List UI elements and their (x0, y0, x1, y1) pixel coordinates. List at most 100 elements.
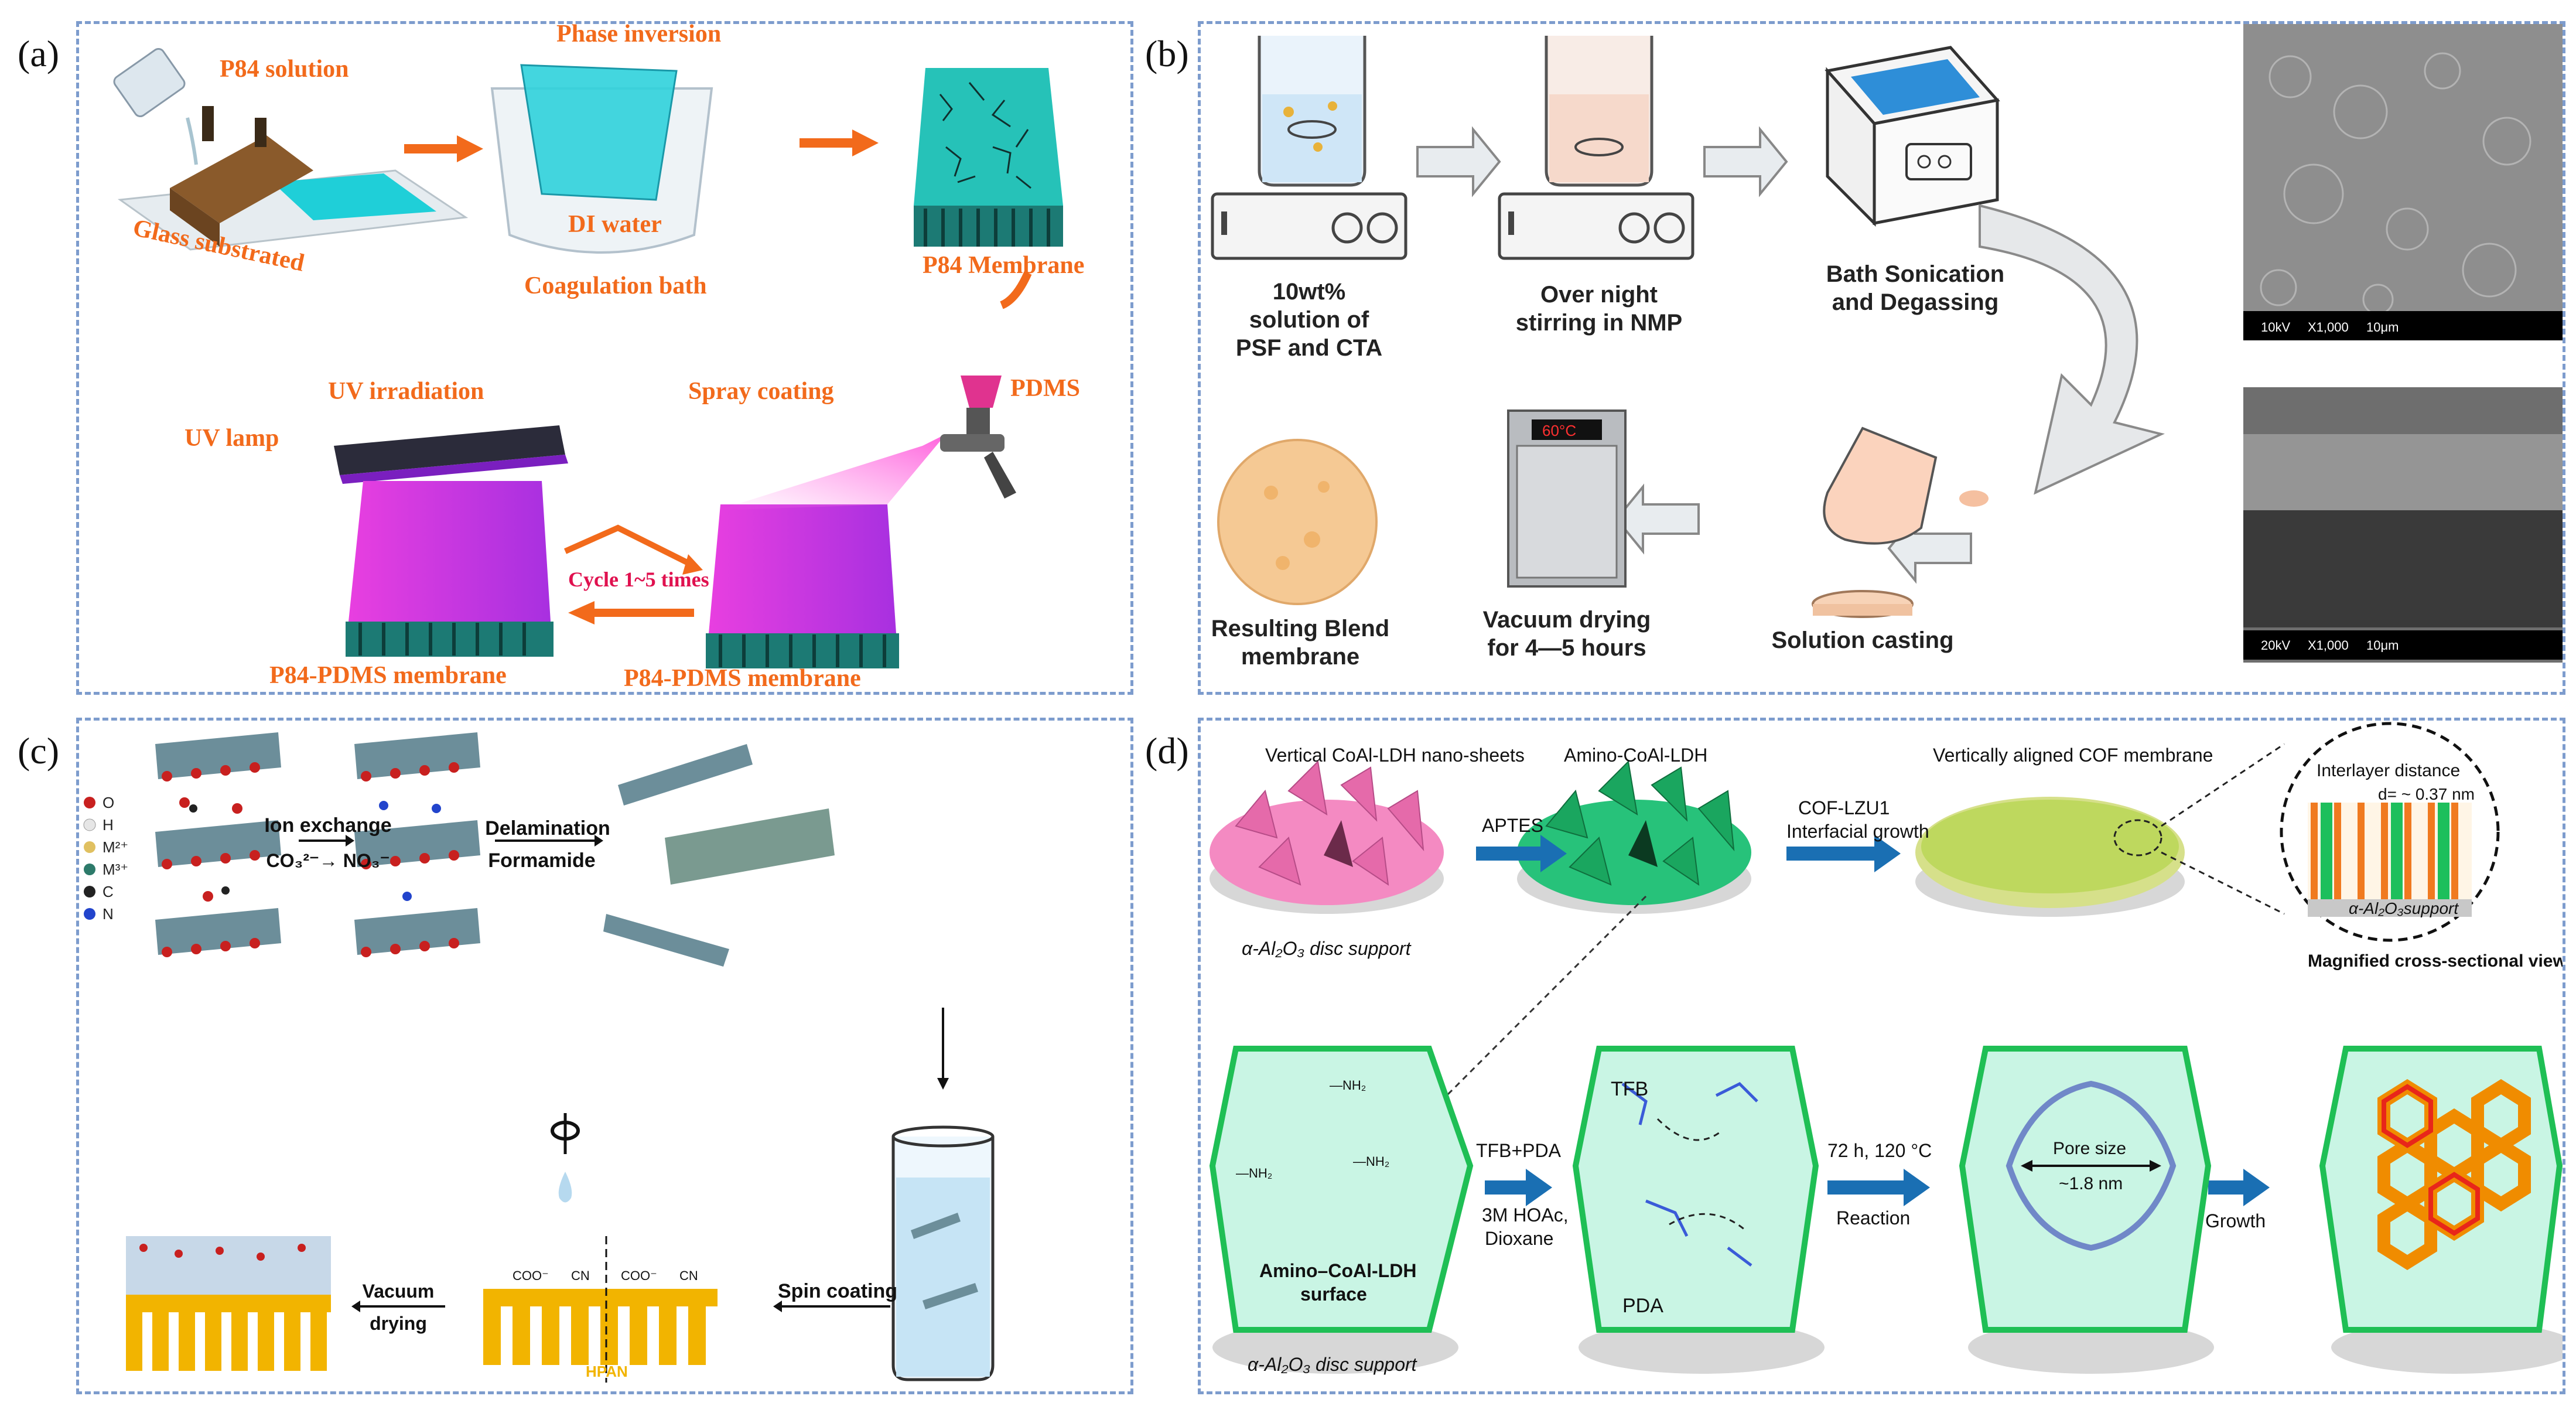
svg-text:N: N (103, 905, 114, 923)
flow-arrow (299, 835, 354, 847)
svg-text:Vacuum drying: Vacuum drying (1483, 607, 1651, 633)
svg-text:Over night: Over night (1540, 282, 1658, 308)
svg-text:and Degassing: and Degassing (1832, 289, 1999, 315)
label-interlayer: Interlayer distance (2317, 761, 2460, 780)
label-p84-pdms-left: P84-PDMS membrane (269, 662, 507, 689)
label-spin-coating: Spin coating (778, 1280, 897, 1302)
svg-text:for 4—5 hours: for 4—5 hours (1487, 635, 1646, 661)
panel-c-drawing: O H M²⁺ M³⁺ C N (83, 732, 995, 1383)
flow-arrow (1416, 126, 1501, 197)
vacuum-oven-icon: 60°C (1507, 409, 1627, 588)
label-hoac: 3M HOAc, (1482, 1204, 1569, 1226)
label-vertical-sheets: Vertical CoAl-LDH nano-sheets (1265, 745, 1525, 766)
p84-pdms-left-block (346, 481, 554, 657)
label-disc-support-top: α-Al₂O₃ disc support (1242, 938, 1412, 959)
panel-b: 10kV X1,000 10μm 20kV X1,000 10μm 60°C (1198, 21, 2565, 695)
label-p84-pdms-right: P84-PDMS membrane (624, 665, 861, 692)
label-phase-inversion: Phase inversion (556, 24, 721, 47)
label-nh2-1: —NH₂ (1330, 1078, 1366, 1093)
disc-ldh-nanosheets (1210, 760, 1444, 914)
label-pore-value: ~1.8 nm (2059, 1174, 2123, 1193)
flow-arrow (937, 1008, 949, 1090)
atom-legend: O H M²⁺ M³⁺ C N (83, 794, 128, 923)
legend-m2-marker (84, 841, 95, 853)
step4-caption: Resulting Blend membrane (1211, 616, 1389, 670)
legend-h-marker (83, 818, 96, 831)
droplet-icon (558, 1172, 572, 1203)
delaminated-nanosheets (603, 744, 835, 967)
svg-text:O: O (103, 794, 114, 811)
svg-text:solution of: solution of (1249, 307, 1369, 333)
label-d-value: d= ~ 0.37 nm (2378, 785, 2475, 803)
dispersion-beaker-icon (891, 1125, 995, 1381)
panel-b-label: (b) (1145, 33, 1189, 74)
flow-arrow (1476, 835, 1567, 872)
label-dioxane: Dioxane (1485, 1228, 1553, 1249)
disc-amino-ldh (1517, 760, 1751, 914)
oven-temperature: 60°C (1542, 422, 1576, 439)
sem-top-kv: 10kV (2261, 320, 2290, 335)
svg-text:Resulting Blend: Resulting Blend (1211, 616, 1389, 641)
sem-bottom-mag: X1,000 (2308, 638, 2349, 653)
svg-text:10wt%: 10wt% (1273, 279, 1346, 305)
label-nh2-3: —NH₂ (1353, 1154, 1389, 1169)
final-membrane (126, 1236, 331, 1371)
panel-d: Vertical CoAl-LDH nano-sheets Amino-CoAl… (1198, 718, 2576, 1394)
spray-gun-icon (940, 376, 1016, 499)
label-tfb: TFB (1611, 1078, 1648, 1100)
flow-arrow (1000, 271, 1032, 309)
label-vertically-aligned: Vertically aligned COF membrane (1933, 745, 2213, 766)
stirrer-beaker-1 (1211, 36, 1407, 260)
curved-arrow (1979, 204, 2165, 495)
hex-cof-growth (2319, 1046, 2576, 1374)
flow-arrow (2208, 1169, 2270, 1206)
label-cof-lzu1: COF-LZU1 (1798, 797, 1890, 818)
panel-c: O H M²⁺ M³⁺ C N (76, 718, 1133, 1394)
panel-a-drawing: P84 solution Glass substrated Phase inve… (113, 21, 1084, 692)
step2-caption: Over night stirring in NMP (1516, 282, 1682, 336)
step1-caption: 10wt% solution of PSF and CTA (1236, 279, 1382, 361)
svg-text:M³⁺: M³⁺ (103, 861, 128, 878)
coagulation-bath-icon (490, 64, 713, 254)
label-coo-1: COO⁻ (513, 1268, 549, 1283)
step3-caption: Bath Sonication and Degassing (1826, 261, 2004, 315)
p84-pdms-right-block (706, 504, 899, 668)
label-amino-ldh: Amino-CoAl-LDH (1564, 745, 1707, 766)
label-alpha-support-small: α-Al₂O₃support (2349, 899, 2459, 917)
link-arrow (1446, 895, 1647, 1097)
magnified-cross-section (2280, 722, 2500, 942)
sem-top-scale: 10μm (2366, 320, 2399, 335)
label-condition: 72 h, 120 °C (1827, 1140, 1932, 1161)
label-tfb-pda: TFB+PDA (1476, 1140, 1562, 1161)
sem-image-top: 10kV X1,000 10μm (2243, 24, 2563, 340)
flow-arrow (495, 835, 603, 847)
label-magnified: Magnified cross-sectional view (2308, 951, 2563, 971)
blend-membrane-disc (1217, 439, 1378, 605)
sem-bottom-scale: 10μm (2366, 638, 2399, 653)
label-vacuum: Vacuum (363, 1281, 435, 1302)
hex-tfb-pda (1572, 1046, 1825, 1374)
label-coo-2: COO⁻ (621, 1268, 657, 1283)
legend-o-marker (84, 797, 95, 808)
spray-mist (718, 434, 946, 510)
svg-text:C: C (103, 883, 114, 900)
stirrer-beaker-2 (1498, 36, 1694, 260)
label-nh2-2: —NH₂ (1236, 1166, 1272, 1180)
flow-arrow (1485, 1169, 1552, 1206)
beaker-icon (113, 47, 198, 165)
legend-n-marker (84, 908, 95, 920)
flow-arrow (1827, 1169, 1930, 1206)
ldh-structure-nitrate (354, 732, 480, 957)
label-coagulation-bath: Coagulation bath (524, 272, 707, 299)
flow-arrow (1703, 126, 1788, 197)
label-cn-2: CN (679, 1268, 698, 1283)
panel-b-drawing: 10kV X1,000 10μm 20kV X1,000 10μm 60°C (1211, 24, 2563, 670)
rotation-icon (551, 1113, 580, 1154)
svg-text:H: H (103, 816, 114, 834)
panel-d-drawing: Vertical CoAl-LDH nano-sheets Amino-CoAl… (1209, 722, 2576, 1375)
label-delamination: Delamination (485, 817, 610, 839)
legend-c-marker (84, 886, 95, 897)
svg-text:Bath Sonication: Bath Sonication (1826, 261, 2004, 287)
label-di-water: DI water (568, 211, 662, 238)
hpan-substrate (483, 1236, 718, 1383)
